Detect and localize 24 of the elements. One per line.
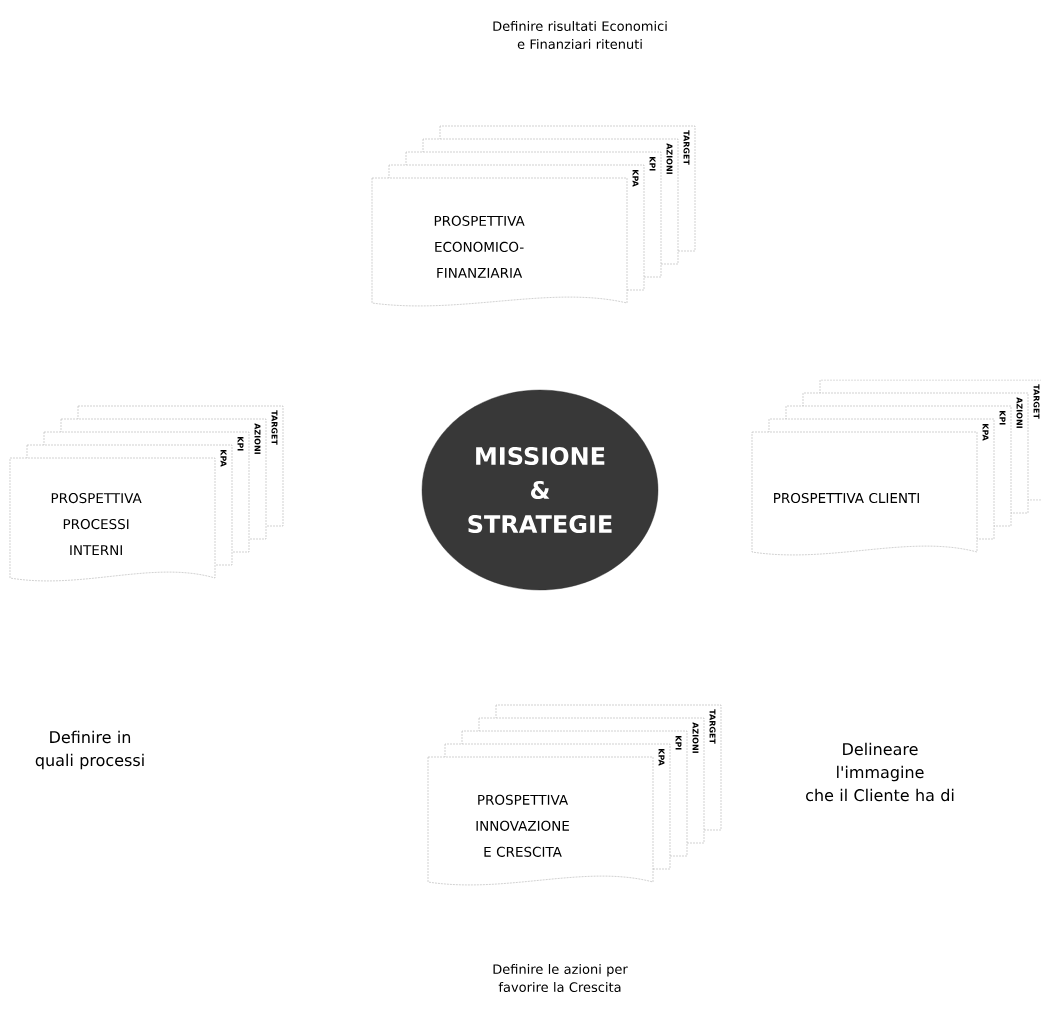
page: PROSPETTIVA CLIENTI <box>751 431 978 556</box>
tab-label: KPI <box>237 436 244 451</box>
tab-label: KPA <box>658 748 665 766</box>
tab-label: AZIONI <box>254 423 261 454</box>
page: PROSPETTIVA INNOVAZIONE E CRESCITA <box>427 756 654 886</box>
tab-label: AZIONI <box>666 143 673 174</box>
tab-label: AZIONI <box>1016 397 1023 428</box>
tab-label: TARGET <box>1033 384 1040 419</box>
tab-label: KPA <box>632 169 639 187</box>
description-text: Delineare l'immagine che il Cliente ha di <box>806 742 954 802</box>
description-text: Definire le azioni per favorire la Crescita <box>493 964 628 993</box>
tab-label: AZIONI <box>692 722 699 753</box>
page: PROSPETTIVA ECONOMICO-FINANZIARIA <box>371 177 628 307</box>
page: PROSPETTIVA PROCESSI INTERNI <box>9 457 216 582</box>
tab-label: TARGET <box>683 130 690 165</box>
description-text: Definire in quali processi <box>35 730 144 770</box>
tab-label: TARGET <box>709 709 716 744</box>
tab-label: TARGET <box>271 410 278 445</box>
tab-label: KPA <box>982 423 989 441</box>
tab-label: KPI <box>649 156 656 171</box>
tab-label: KPA <box>220 449 227 467</box>
tab-label: KPI <box>675 735 682 750</box>
description-text: Definire risultati Economici e Finanziari ritenuti <box>493 20 667 50</box>
tab-label: KPI <box>999 410 1006 425</box>
